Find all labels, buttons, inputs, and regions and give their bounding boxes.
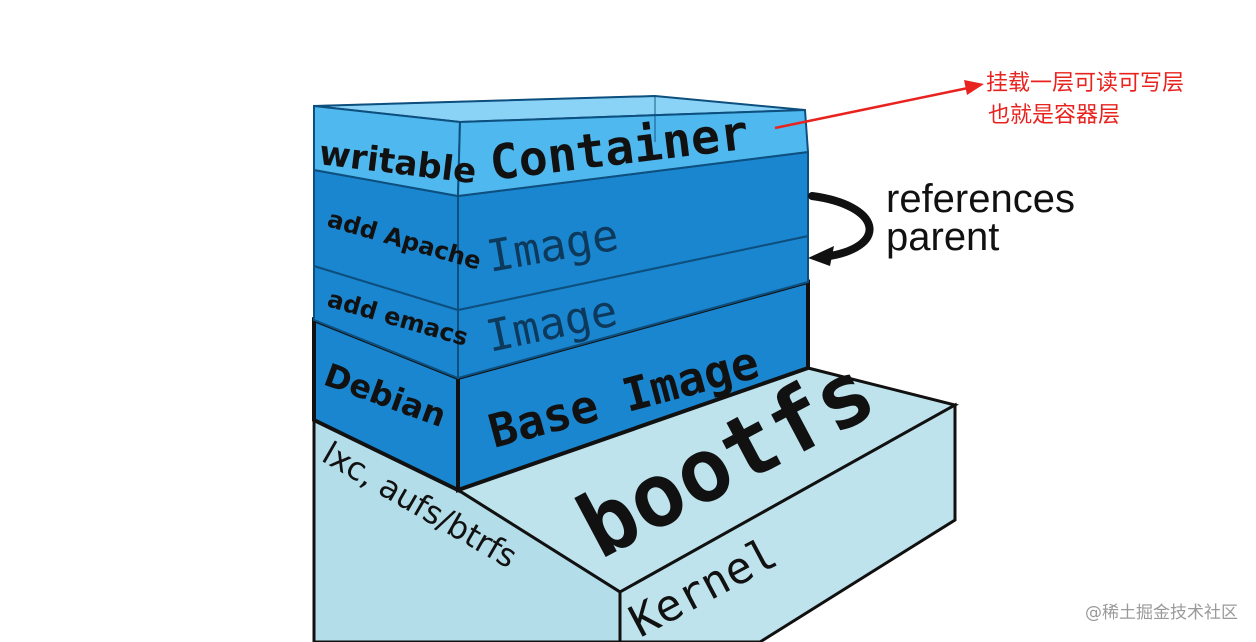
bootfs-front-face xyxy=(618,402,957,642)
references-text: references xyxy=(886,177,1075,221)
arrow-head-icon xyxy=(808,246,834,266)
container-front xyxy=(456,108,810,198)
red-arrow-head-icon xyxy=(964,80,984,95)
parent-text: parent xyxy=(886,215,999,259)
container-layer xyxy=(313,94,810,198)
annotation-arrow xyxy=(774,80,984,130)
apache-image-layer xyxy=(313,150,809,312)
annotation-line2: 也就是容器层 xyxy=(988,103,1120,128)
annotation-line1: 挂载一层可读可写层 xyxy=(986,71,1184,96)
bootfs-layer xyxy=(312,366,960,642)
references-parent-arrow xyxy=(808,192,874,266)
watermark: @稀土掘金技术社区 xyxy=(1085,603,1238,623)
